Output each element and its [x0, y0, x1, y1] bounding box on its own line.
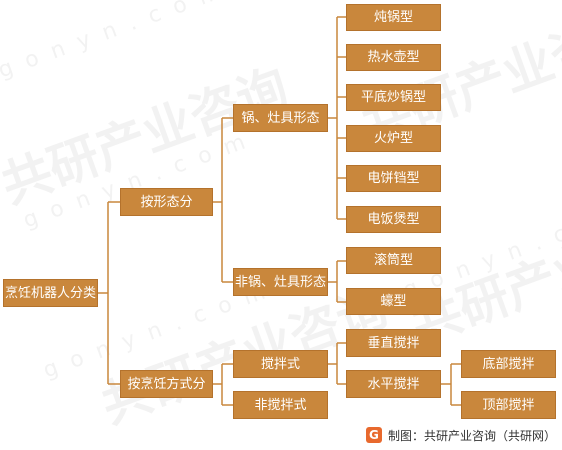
- node-leaf-non-pot: 滚筒型: [346, 247, 441, 274]
- node-root: 烹饪机器人分类: [3, 279, 98, 307]
- node-non-pot-stove: 非锅、灶具形态: [233, 268, 328, 296]
- node-label: 蠔型: [380, 294, 407, 309]
- node-label: 水平搅拌: [367, 376, 420, 392]
- node-by-cooking-method: 按烹饪方式分: [120, 370, 213, 398]
- node-leaf-pot: 火炉型: [346, 125, 441, 152]
- node-leaf-bottom-stir: 底部搅拌: [461, 350, 556, 378]
- node-label: 顶部搅拌: [482, 397, 535, 413]
- node-label: 底部搅拌: [482, 356, 535, 372]
- node-leaf-pot: 电饭煲型: [346, 206, 441, 233]
- node-label: 烹饪机器人分类: [4, 285, 96, 301]
- node-label: 非锅、灶具形态: [234, 274, 326, 290]
- node-label: 按烹饪方式分: [127, 376, 206, 392]
- node-leaf-top-stir: 顶部搅拌: [461, 391, 556, 419]
- node-leaf-pot: 平底炒锅型: [346, 84, 441, 111]
- node-leaf-pot: 炖锅型: [346, 4, 441, 31]
- node-label: 电饭煲型: [367, 212, 420, 227]
- node-by-shape: 按形态分: [120, 188, 213, 216]
- node-label: 垂直搅拌: [367, 335, 420, 351]
- node-label: 锅、灶具形态: [241, 110, 320, 126]
- credit-text: 制图：共研产业咨询（共研网）: [387, 428, 556, 443]
- node-label: 电饼铛型: [367, 171, 420, 186]
- node-label: 非搅拌式: [254, 397, 307, 413]
- node-vertical-stir: 垂直搅拌: [346, 329, 441, 357]
- node-pot-stove: 锅、灶具形态: [233, 104, 328, 132]
- node-label: 滚筒型: [373, 253, 413, 268]
- chart-credit: G 制图：共研产业咨询（共研网）: [365, 425, 556, 445]
- node-label: 火炉型: [373, 131, 413, 146]
- node-stir: 搅拌式: [233, 350, 328, 378]
- node-label: 平底炒锅型: [360, 90, 426, 105]
- brand-logo-icon: G: [365, 427, 382, 443]
- node-horizontal-stir: 水平搅拌: [346, 370, 441, 398]
- node-non-stir: 非搅拌式: [233, 391, 328, 419]
- node-label: 搅拌式: [260, 356, 300, 372]
- node-leaf-non-pot: 蠔型: [346, 288, 441, 315]
- node-leaf-pot: 热水壶型: [346, 44, 441, 71]
- node-label: 炖锅型: [373, 10, 413, 25]
- node-label: 按形态分: [140, 194, 193, 210]
- node-leaf-pot: 电饼铛型: [346, 165, 441, 192]
- node-label: 热水壶型: [367, 50, 420, 65]
